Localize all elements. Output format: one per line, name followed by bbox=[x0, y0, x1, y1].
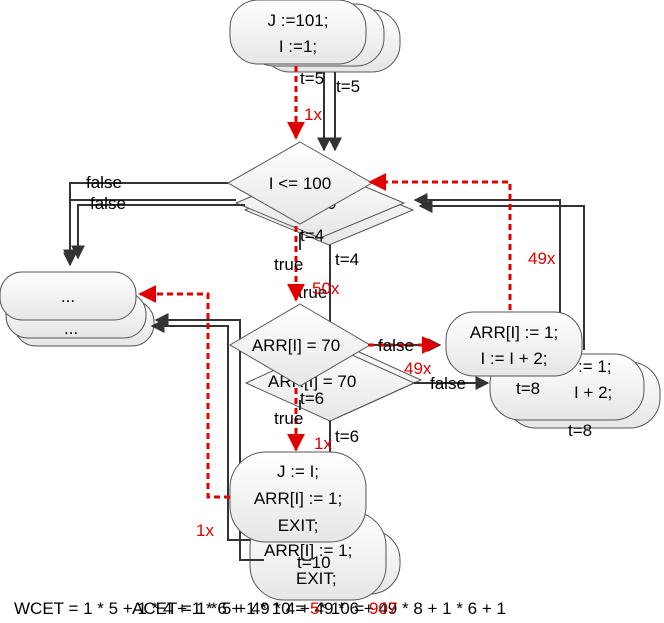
update-line-1: ARR[I] := 1; bbox=[470, 323, 558, 342]
t-cond-shadow: t=4 bbox=[335, 250, 359, 269]
t-update: t=8 bbox=[516, 379, 540, 398]
count-cond-to-branch: 50x bbox=[312, 279, 340, 298]
wcet-prefix: WCET = 1 * 5 + 1 * 4 + 1 * 6 + 1 * 10 = bbox=[14, 599, 310, 618]
count-exit-to-other: 1x bbox=[196, 521, 214, 540]
edge-cond-false bbox=[63, 182, 228, 267]
true-branch-label: true bbox=[274, 409, 303, 428]
red-edge-exit-other bbox=[138, 285, 230, 499]
t-update-shadow: t=8 bbox=[568, 421, 592, 440]
branch-label: ARR[I] = 70 bbox=[252, 336, 340, 355]
wcet-tail: 5 bbox=[310, 599, 319, 618]
update-shadow-line-1: := 1; bbox=[578, 357, 612, 376]
true-label: true bbox=[274, 255, 303, 274]
init-line-1: J :=101; bbox=[268, 11, 329, 30]
other-node bbox=[0, 271, 137, 321]
false-label: false bbox=[86, 173, 122, 192]
shadow-false-label: false bbox=[90, 194, 126, 213]
shadow-edge-loop-2 bbox=[418, 199, 585, 350]
t-init: t=5 bbox=[300, 69, 324, 88]
count-init-to-cond: 1x bbox=[304, 105, 322, 124]
t-cond: t=4 bbox=[300, 226, 324, 245]
wcet-times-ten: * 10 = bbox=[319, 599, 369, 618]
count-branch-true: 1x bbox=[314, 434, 332, 453]
red-edge-loop-back bbox=[368, 173, 512, 310]
exit-line-2: ARR[I] := 1; bbox=[254, 489, 342, 508]
init-line-2: I :=1; bbox=[279, 37, 317, 56]
formula-line: ACET = 1 * 5 + 49 * 4 + 49 * 6 + 49 * 8 … bbox=[14, 599, 506, 618]
update-node bbox=[445, 311, 583, 377]
shadow-edge-cond-false bbox=[71, 204, 245, 260]
acet-formula-overlay: ACET = 1 * 5 + 49 * 4 + 49 * 6 + 49 * 8 … bbox=[132, 599, 506, 618]
cond-diamond bbox=[226, 141, 374, 225]
branch-diamond bbox=[229, 303, 371, 387]
update-shadow-line-2: I + 2; bbox=[574, 383, 612, 402]
exit-shadow-line-1: ARR[I] := 1; bbox=[264, 541, 352, 560]
shadow-true-label: true bbox=[298, 283, 327, 302]
shadow-edge-exit-other-2 bbox=[154, 313, 264, 561]
shadow-false-branch-label: false bbox=[430, 374, 466, 393]
count-branch-false: 49x bbox=[404, 359, 432, 378]
exit-line-1: J := I; bbox=[277, 462, 319, 481]
count-loop-back: 49x bbox=[528, 249, 556, 268]
update-line-2: I := I + 2; bbox=[480, 349, 547, 368]
other-shadow-label: ... bbox=[64, 319, 78, 338]
other-label: ... bbox=[61, 287, 75, 306]
init-node bbox=[229, 0, 367, 65]
t-exit: t=10 bbox=[297, 553, 331, 572]
false-branch-label: false bbox=[378, 336, 414, 355]
shadow-edge-loop bbox=[413, 193, 561, 350]
exit-shadow-line-2: EXIT; bbox=[296, 569, 337, 588]
cond-label: I <= 100 bbox=[269, 174, 331, 193]
t-branch-shadow: t=6 bbox=[335, 427, 359, 446]
wcet-formula: WCET = 1 * 5 + 1 * 4 + 1 * 6 + 1 * 10 = … bbox=[14, 599, 397, 618]
main-graph: J :=101; I :=1; I <= 100 ... ARR[I] = 70… bbox=[0, 0, 583, 572]
wcet-result: 907 bbox=[369, 599, 397, 618]
t-branch: t=6 bbox=[300, 389, 324, 408]
t-init-shadow: t=5 bbox=[336, 77, 360, 96]
exit-line-3: EXIT; bbox=[278, 516, 319, 535]
